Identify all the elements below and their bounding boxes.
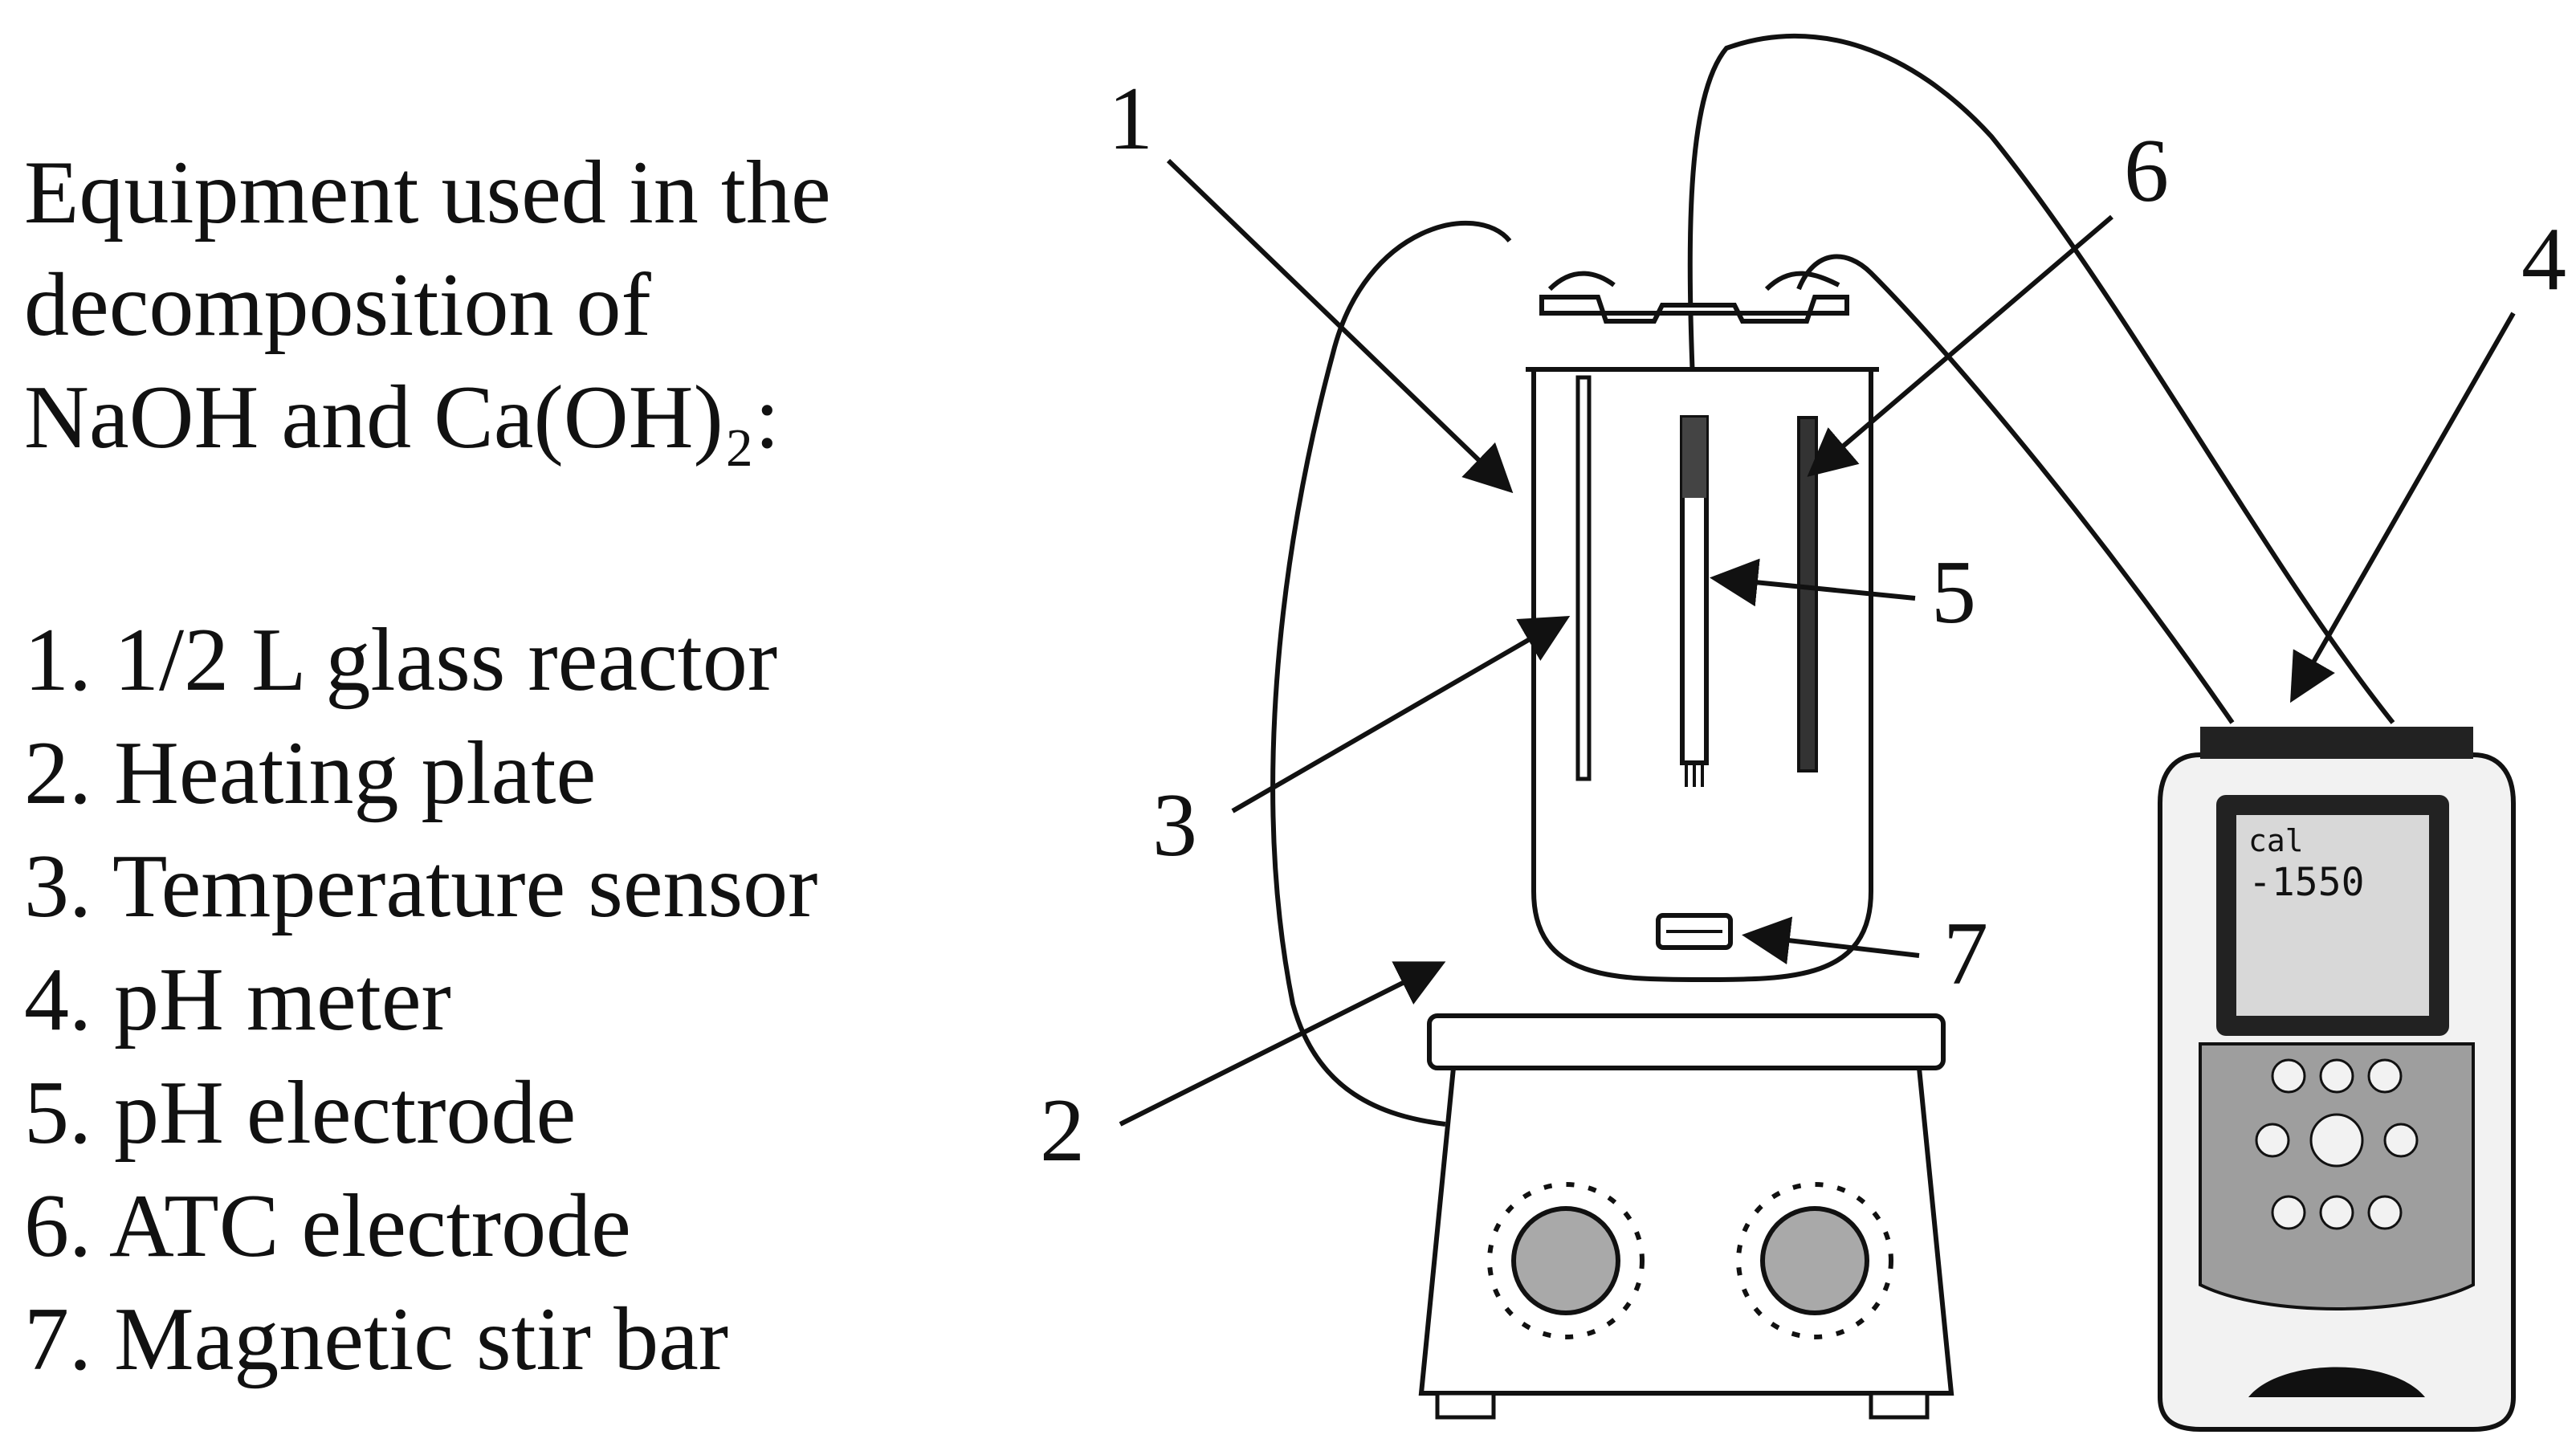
electrode-cables xyxy=(1270,33,2395,1127)
callout-arrows xyxy=(1119,158,2516,1127)
arrow-5 xyxy=(1710,558,1916,607)
callout-7: 7 xyxy=(1943,904,1988,1004)
heating-plate-body xyxy=(1418,1066,1954,1396)
callout-6: 6 xyxy=(2124,121,2169,221)
knob-right xyxy=(1760,1206,1869,1315)
heating-plate-foot-right xyxy=(1869,1391,1930,1420)
callout-1: 1 xyxy=(1108,69,1153,169)
ph-electrode-cap xyxy=(1682,418,1706,498)
arrow-4 xyxy=(2290,312,2516,703)
temperature-sensor-rod xyxy=(1575,375,1592,781)
heating-plate xyxy=(1418,1013,1954,1420)
equipment-legend: 1. 1/2 L glass reactor 2. Heating plate … xyxy=(24,604,972,1396)
heating-plate-top xyxy=(1427,1013,1946,1070)
ph-electrode-tip xyxy=(1685,763,1704,787)
glass-reactor xyxy=(1526,271,1879,983)
caption-line-1: Equipment used in the xyxy=(24,143,831,243)
ph-meter-base-grip xyxy=(2248,1367,2425,1397)
arrow-6 xyxy=(1807,214,2113,477)
callout-labels: 1 2 3 4 5 6 7 xyxy=(1040,69,2566,1180)
reactor-lid xyxy=(1539,295,1849,324)
ph-meter: cal -1550 xyxy=(2158,727,2516,1432)
cable-ph-electrode xyxy=(1687,33,2395,724)
callout-5: 5 xyxy=(1931,543,1976,642)
callout-2: 2 xyxy=(1040,1081,1085,1180)
legend-item-atc-electrode: 6. ATC electrode xyxy=(24,1176,631,1276)
ph-meter-display-top: cal xyxy=(2248,823,2304,858)
cable-temperature-sensor xyxy=(1270,220,1512,1127)
arrow-7 xyxy=(1742,916,1920,965)
ph-meter-screen xyxy=(2236,815,2429,1016)
ph-meter-keypad xyxy=(2199,1042,2475,1310)
figure-caption: Equipment used in the decomposition of N… xyxy=(24,137,972,474)
caption-line-3: NaOH and Ca(OH)₂: xyxy=(24,368,781,467)
legend-item-ph-meter: 4. pH meter xyxy=(24,950,451,1050)
knob-right-ticks xyxy=(1736,1182,1893,1339)
legend-item-temperature-sensor: 3. Temperature sensor xyxy=(24,837,818,936)
heating-plate-foot-left xyxy=(1435,1391,1496,1420)
ph-meter-top-bar xyxy=(2200,727,2473,759)
arrow-3 xyxy=(1231,615,1571,813)
arrow-1 xyxy=(1166,158,1514,494)
ph-meter-buttons xyxy=(2255,1058,2419,1230)
caption-line-2: decomposition of xyxy=(24,255,651,355)
reactor-lid-clamp-right xyxy=(1764,271,1840,291)
knob-left xyxy=(1511,1206,1620,1315)
ph-meter-display-reading: -1550 xyxy=(2248,860,2365,905)
legend-item-glass-reactor: 1. 1/2 L glass reactor xyxy=(24,610,778,710)
legend-item-ph-electrode: 5. pH electrode xyxy=(24,1063,577,1163)
atc-electrode xyxy=(1797,416,1818,772)
legend-item-magnetic-stir-bar: 7. Magnetic stir bar xyxy=(24,1290,729,1389)
legend-item-heating-plate: 2. Heating plate xyxy=(24,724,597,823)
callout-4: 4 xyxy=(2521,210,2566,309)
callout-3: 3 xyxy=(1152,776,1197,875)
cable-atc-electrode xyxy=(1796,254,2235,724)
knob-left-ticks xyxy=(1487,1182,1645,1339)
reactor-lid-clamp-left xyxy=(1547,271,1616,291)
arrow-2 xyxy=(1119,961,1446,1127)
